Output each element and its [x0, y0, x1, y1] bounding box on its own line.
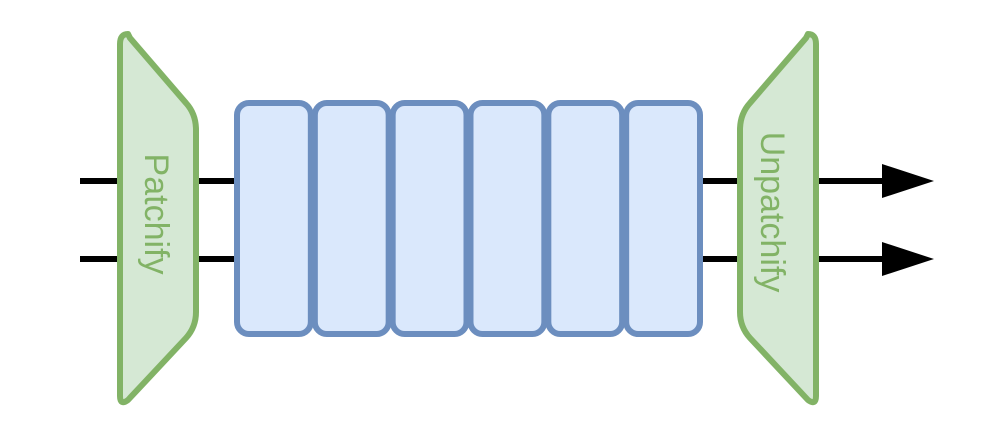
transformer-block — [467, 100, 548, 337]
patchify-label: Patchify — [137, 154, 175, 275]
transformer-block — [545, 100, 626, 337]
transformer-block — [623, 100, 704, 337]
unpatchify-shape — [737, 31, 819, 406]
patchify-shape — [117, 31, 199, 406]
output-arrowhead-bottom — [882, 242, 934, 276]
transformer-block — [234, 100, 314, 337]
output-arrowhead-top — [882, 164, 934, 198]
transformer-block — [311, 100, 392, 337]
patchify-block: Patchify — [117, 31, 199, 406]
unpatchify-label: Unpatchify — [753, 132, 791, 293]
unpatchify-block: Unpatchify — [737, 31, 819, 406]
transformer-block — [389, 100, 470, 337]
transformer-blocks — [234, 100, 704, 337]
